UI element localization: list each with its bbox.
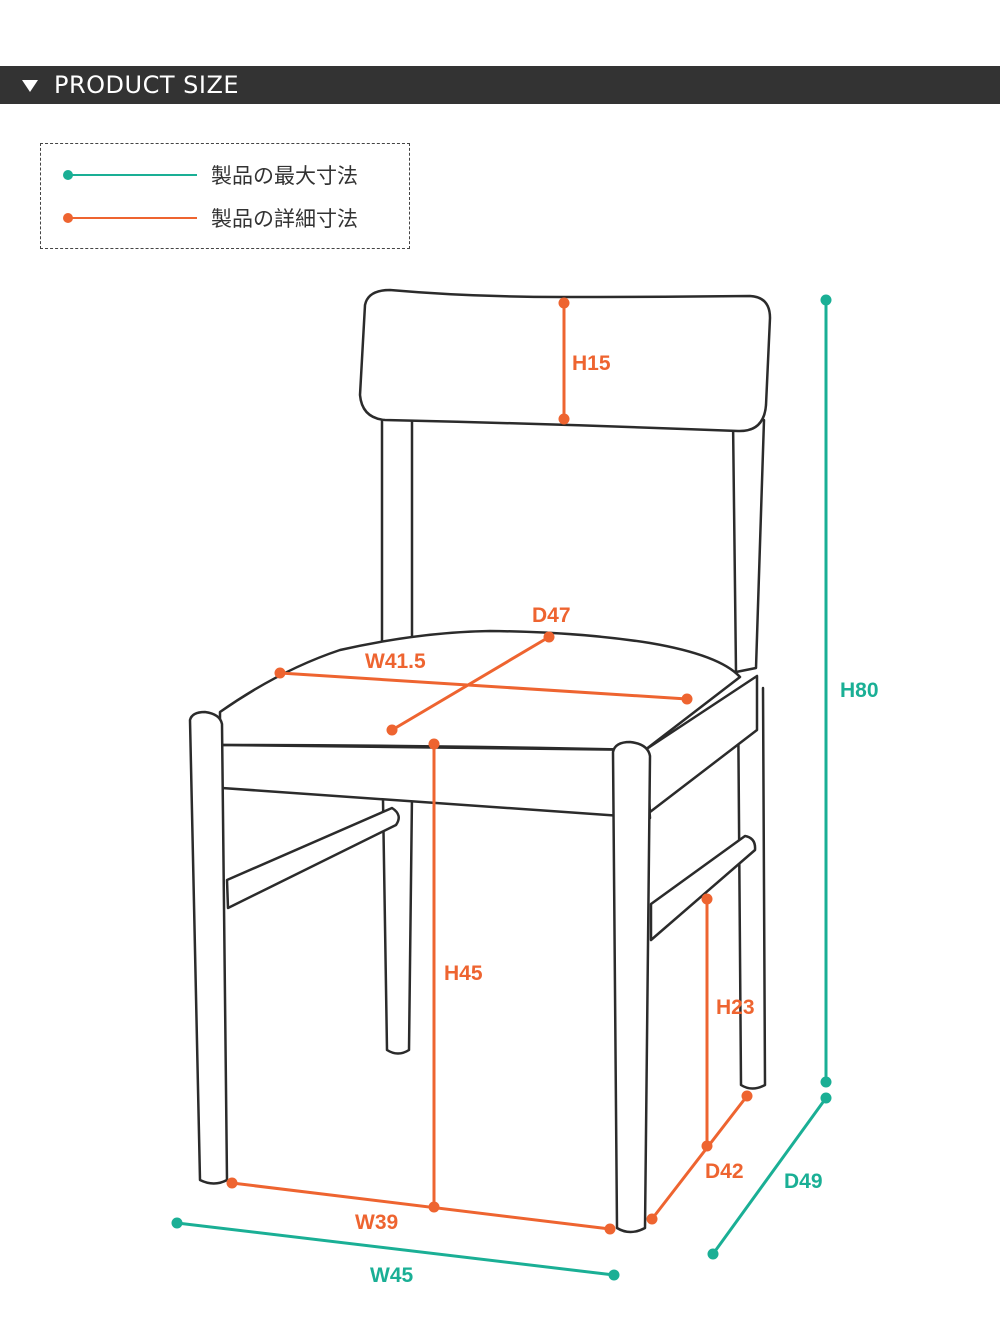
back-leg-left [381,793,414,1055]
total-depth-start-dot [820,1092,832,1104]
front-leg-right [611,740,652,1234]
label-seat-width: W41.5 [365,650,426,673]
label-seat-depth: D47 [532,604,571,627]
label-backrest-height: H15 [572,352,611,375]
leg-depth-start-dot [741,1090,753,1102]
section-header: PRODUCT SIZE [0,66,1000,104]
legend-item-max: 製品の最大寸法 [63,160,358,190]
backrest-height-start-dot [558,297,570,309]
total-width-start-dot [171,1217,183,1229]
legend-label: 製品の詳細寸法 [211,207,358,231]
leg-width-line [230,1181,612,1231]
total-height-end-dot [820,1076,832,1088]
stretcher-left [225,806,400,910]
total-depth-line [711,1096,828,1256]
label-total-depth: D49 [784,1170,823,1193]
triangle-down-icon [22,80,38,92]
chair-outline [188,288,772,1234]
seat-depth-start-dot [543,631,555,643]
back-post-left [380,416,414,652]
leg-width-end-dot [604,1223,616,1235]
label-total-width: W45 [370,1264,414,1287]
legend-item-detail: 製品の詳細寸法 [63,203,358,233]
total-width-end-dot [608,1269,620,1281]
leg-depth-line [650,1094,749,1221]
max-dimensions [171,294,832,1281]
dimension-labels: H15 D47 W41.5 H45 H23 D42 W39 H80 D49 W4… [355,352,879,1287]
stretcher-height-start-dot [701,893,713,905]
seat-depth-line [390,635,551,732]
section-title: PRODUCT SIZE [54,71,240,99]
back-leg-right [736,686,767,1090]
legend-line-icon [67,174,197,176]
seat-height-start-dot [428,738,440,750]
label-leg-depth: D42 [705,1160,744,1183]
legend-label: 製品の最大寸法 [211,164,358,188]
seat-width-end-dot [681,693,693,705]
label-seat-height: H45 [444,962,483,985]
total-width-line [175,1221,616,1277]
backrest-height-end-dot [558,413,570,425]
legend-swatch-max [63,160,197,190]
label-total-height: H80 [840,679,879,702]
total-depth-end-dot [707,1248,719,1260]
legend-swatch-detail [63,203,197,233]
seat-width-start-dot [274,667,286,679]
total-height-start-dot [820,294,832,306]
detail-dimensions [226,297,753,1235]
stretcher-right [649,834,757,942]
label-stretcher-height: H23 [716,996,755,1019]
front-leg-left [188,710,229,1185]
legend: 製品の最大寸法 製品の詳細寸法 [40,143,410,249]
leg-depth-end-dot [646,1213,658,1225]
seat-width-line [278,671,689,701]
seat-top [218,629,742,752]
label-leg-width: W39 [355,1211,398,1234]
seat-depth-end-dot [386,724,398,736]
leg-width-start-dot [226,1177,238,1189]
legend-line-icon [67,217,197,219]
back-post-right [731,418,766,674]
